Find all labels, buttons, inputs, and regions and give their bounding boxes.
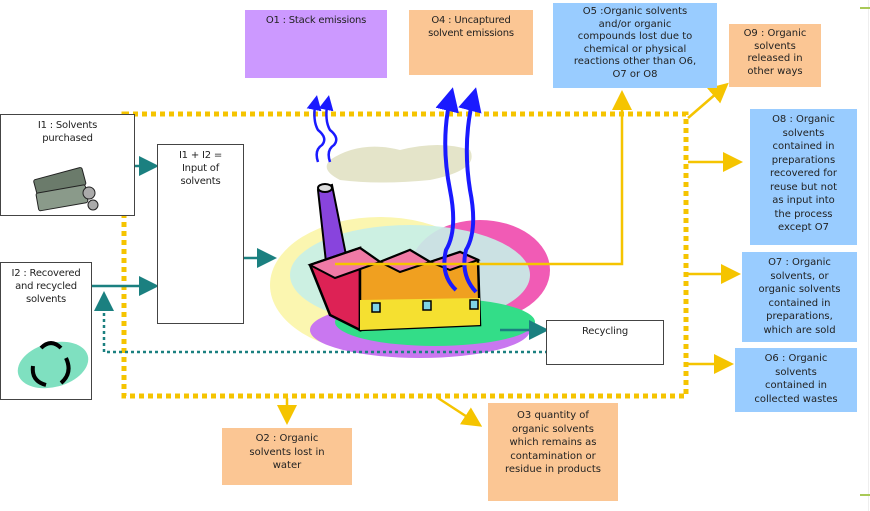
uncaptured-emission-arrow-2 xyxy=(458,87,482,294)
flow-to-o5 xyxy=(335,90,632,266)
input-box-i1: I1 : Solvents purchased xyxy=(0,114,135,216)
stack-emission-arrow-2 xyxy=(318,95,338,163)
output-box-o7: O7 : Organic solvents, or organic solven… xyxy=(742,252,857,342)
flow-to-o3 xyxy=(437,396,483,427)
o6-label: O6 : Organic solvents contained in colle… xyxy=(754,353,838,405)
o8-label: O8 : Organic solvents contained in prepa… xyxy=(769,114,838,233)
output-box-o2: O2 : Organic solvents lost in water xyxy=(222,428,352,485)
recycle-icon xyxy=(17,341,89,389)
flow-to-o9 xyxy=(687,82,729,119)
output-box-o3: O3 quantity of organic solvents which re… xyxy=(488,403,618,501)
output-box-o1: O1 : Stack emissions xyxy=(245,10,387,78)
edge-accent-top xyxy=(860,7,870,9)
slide-edge xyxy=(868,0,869,511)
o1-label: O1 : Stack emissions xyxy=(265,15,367,26)
output-box-o4: O4 : Uncaptured solvent emissions xyxy=(409,10,533,75)
o5-label: O5 :Organic solvents and/or organic comp… xyxy=(573,6,697,80)
o3-label: O3 quantity of organic solvents which re… xyxy=(504,410,601,475)
o9-label: O9 : Organic solvents released in other … xyxy=(743,28,807,77)
input-total-label: I1 + I2 = Input of solvents xyxy=(178,150,223,187)
factory-icon xyxy=(270,145,550,358)
o2-label: O2 : Organic solvents lost in water xyxy=(249,433,325,471)
stack-emission-arrow-1 xyxy=(306,95,326,163)
flow-recycling-to-i2 xyxy=(94,291,548,354)
edge-accent-bottom xyxy=(860,494,870,496)
uncaptured-emission-arrow-1 xyxy=(435,87,459,292)
output-box-o6: O6 : Organic solvents contained in colle… xyxy=(735,348,857,412)
i2-label: I2 : Recovered and recycled solvents xyxy=(11,268,81,305)
o7-label: O7 : Organic solvents, or organic solven… xyxy=(758,257,841,336)
process-boundary xyxy=(121,111,689,399)
output-box-o9: O9 : Organic solvents released in other … xyxy=(729,24,821,87)
recycling-label: Recycling xyxy=(581,326,628,337)
recycling-box: Recycling xyxy=(546,320,664,365)
i1-label: I1 : Solvents purchased xyxy=(37,120,98,144)
output-box-o5: O5 :Organic solvents and/or organic comp… xyxy=(553,3,717,88)
output-box-o8: O8 : Organic solvents contained in prepa… xyxy=(750,109,857,245)
o4-label: O4 : Uncaptured solvent emissions xyxy=(428,15,514,39)
input-total-box: I1 + I2 = Input of solvents xyxy=(157,144,244,324)
money-icon xyxy=(33,167,99,212)
input-box-i2: I2 : Recovered and recycled solvents xyxy=(0,262,92,400)
